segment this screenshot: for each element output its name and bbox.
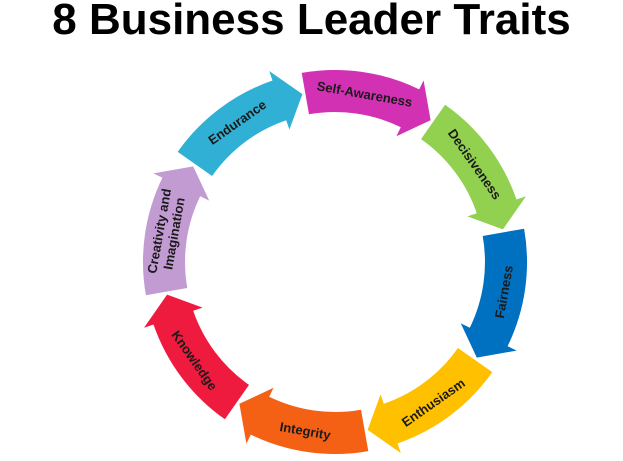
cycle-arrow-4 [367, 348, 493, 453]
cycle-arrow-6 [144, 294, 249, 420]
cycle-arrow-1 [301, 69, 431, 137]
cycle-arrow-8 [177, 71, 303, 176]
cycle-arrow-2 [421, 104, 526, 230]
cycle-arrow-5 [239, 387, 369, 455]
page-title: 8 Business Leader Traits [52, 0, 571, 44]
cycle-arrow-3 [460, 228, 528, 358]
cycle-arrow-7 [142, 166, 210, 296]
